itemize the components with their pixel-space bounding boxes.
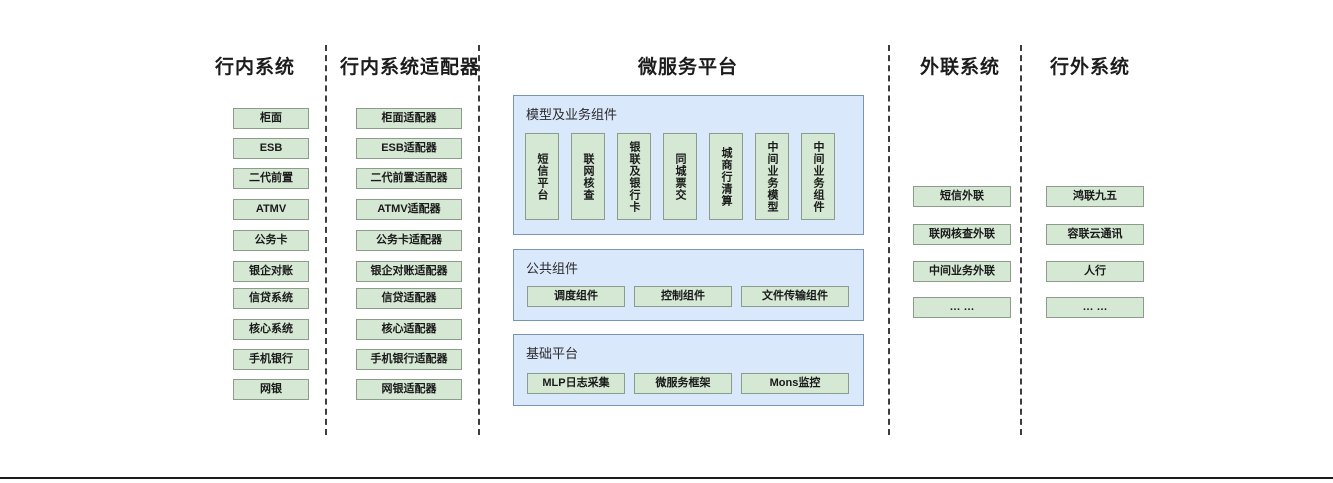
node-in-bank-system[interactable]: 手机银行 bbox=[233, 349, 309, 370]
node-model-component[interactable]: 中间业务模型 bbox=[755, 133, 789, 220]
node-model-component[interactable]: 短信平台 bbox=[525, 133, 559, 220]
node-model-component[interactable]: 中间业务组件 bbox=[801, 133, 835, 220]
node-in-bank-system[interactable]: 柜面 bbox=[233, 108, 309, 129]
node-out-bank-system[interactable]: 容联云通讯 bbox=[1046, 224, 1144, 245]
node-in-bank-system[interactable]: 二代前置 bbox=[233, 168, 309, 189]
node-model-component[interactable]: 同城票交 bbox=[663, 133, 697, 220]
column-heading-microservice-platform: 微服务平台 bbox=[637, 57, 738, 78]
panel-base-platform: 基础平台 bbox=[513, 334, 864, 406]
node-external-link-system[interactable]: 短信外联 bbox=[913, 186, 1011, 207]
node-in-bank-system[interactable]: ATMV bbox=[233, 199, 309, 220]
node-in-bank-system[interactable]: 银企对账 bbox=[233, 261, 309, 282]
panel-title-public-components: 公共组件 bbox=[526, 261, 579, 276]
node-in-bank-system[interactable]: 公务卡 bbox=[233, 230, 309, 251]
node-in-bank-system[interactable]: 信贷系统 bbox=[233, 288, 309, 309]
node-external-link-system-more[interactable]: … … bbox=[913, 297, 1011, 318]
node-in-bank-adapter[interactable]: 二代前置适配器 bbox=[356, 168, 462, 189]
node-model-component[interactable]: 城商行清算 bbox=[709, 133, 743, 220]
node-in-bank-adapter[interactable]: 柜面适配器 bbox=[356, 108, 462, 129]
node-model-component[interactable]: 银联及银行卡 bbox=[617, 133, 651, 220]
column-heading-out-bank-systems: 行外系统 bbox=[1049, 57, 1130, 78]
bottom-divider bbox=[0, 477, 1333, 479]
panel-title-model-business-components: 模型及业务组件 bbox=[526, 107, 618, 122]
node-in-bank-adapter[interactable]: 核心适配器 bbox=[356, 319, 462, 340]
column-heading-in-bank-systems: 行内系统 bbox=[214, 57, 295, 78]
node-in-bank-adapter[interactable]: ATMV适配器 bbox=[356, 199, 462, 220]
panel-public-components: 公共组件 bbox=[513, 249, 864, 321]
node-public-component[interactable]: 文件传输组件 bbox=[741, 286, 849, 307]
node-in-bank-adapter[interactable]: ESB适配器 bbox=[356, 138, 462, 159]
node-in-bank-adapter[interactable]: 公务卡适配器 bbox=[356, 230, 462, 251]
node-in-bank-system[interactable]: 网银 bbox=[233, 379, 309, 400]
column-heading-external-link-systems: 外联系统 bbox=[919, 57, 1000, 78]
node-in-bank-adapter[interactable]: 银企对账适配器 bbox=[356, 261, 462, 282]
node-in-bank-adapter[interactable]: 信贷适配器 bbox=[356, 288, 462, 309]
node-external-link-system[interactable]: 中间业务外联 bbox=[913, 261, 1011, 282]
separator-line-2 bbox=[478, 45, 480, 435]
column-heading-in-bank-adapters: 行内系统适配器 bbox=[339, 57, 480, 78]
node-model-component[interactable]: 联网核查 bbox=[571, 133, 605, 220]
panel-title-base-platform: 基础平台 bbox=[526, 346, 579, 361]
separator-line-3 bbox=[888, 45, 890, 435]
node-public-component[interactable]: 控制组件 bbox=[634, 286, 732, 307]
node-in-bank-adapter[interactable]: 手机银行适配器 bbox=[356, 349, 462, 370]
node-in-bank-adapter[interactable]: 网银适配器 bbox=[356, 379, 462, 400]
node-out-bank-system[interactable]: 鸿联九五 bbox=[1046, 186, 1144, 207]
node-in-bank-system[interactable]: ESB bbox=[233, 138, 309, 159]
node-public-component[interactable]: 调度组件 bbox=[527, 286, 625, 307]
node-base-platform-component[interactable]: Mons监控 bbox=[741, 373, 849, 394]
node-base-platform-component[interactable]: 微服务框架 bbox=[634, 373, 732, 394]
node-in-bank-system[interactable]: 核心系统 bbox=[233, 319, 309, 340]
node-base-platform-component[interactable]: MLP日志采集 bbox=[527, 373, 625, 394]
node-external-link-system[interactable]: 联网核查外联 bbox=[913, 224, 1011, 245]
separator-line-1 bbox=[325, 45, 327, 435]
node-out-bank-system-more[interactable]: … … bbox=[1046, 297, 1144, 318]
separator-line-4 bbox=[1020, 45, 1022, 435]
node-out-bank-system[interactable]: 人行 bbox=[1046, 261, 1144, 282]
